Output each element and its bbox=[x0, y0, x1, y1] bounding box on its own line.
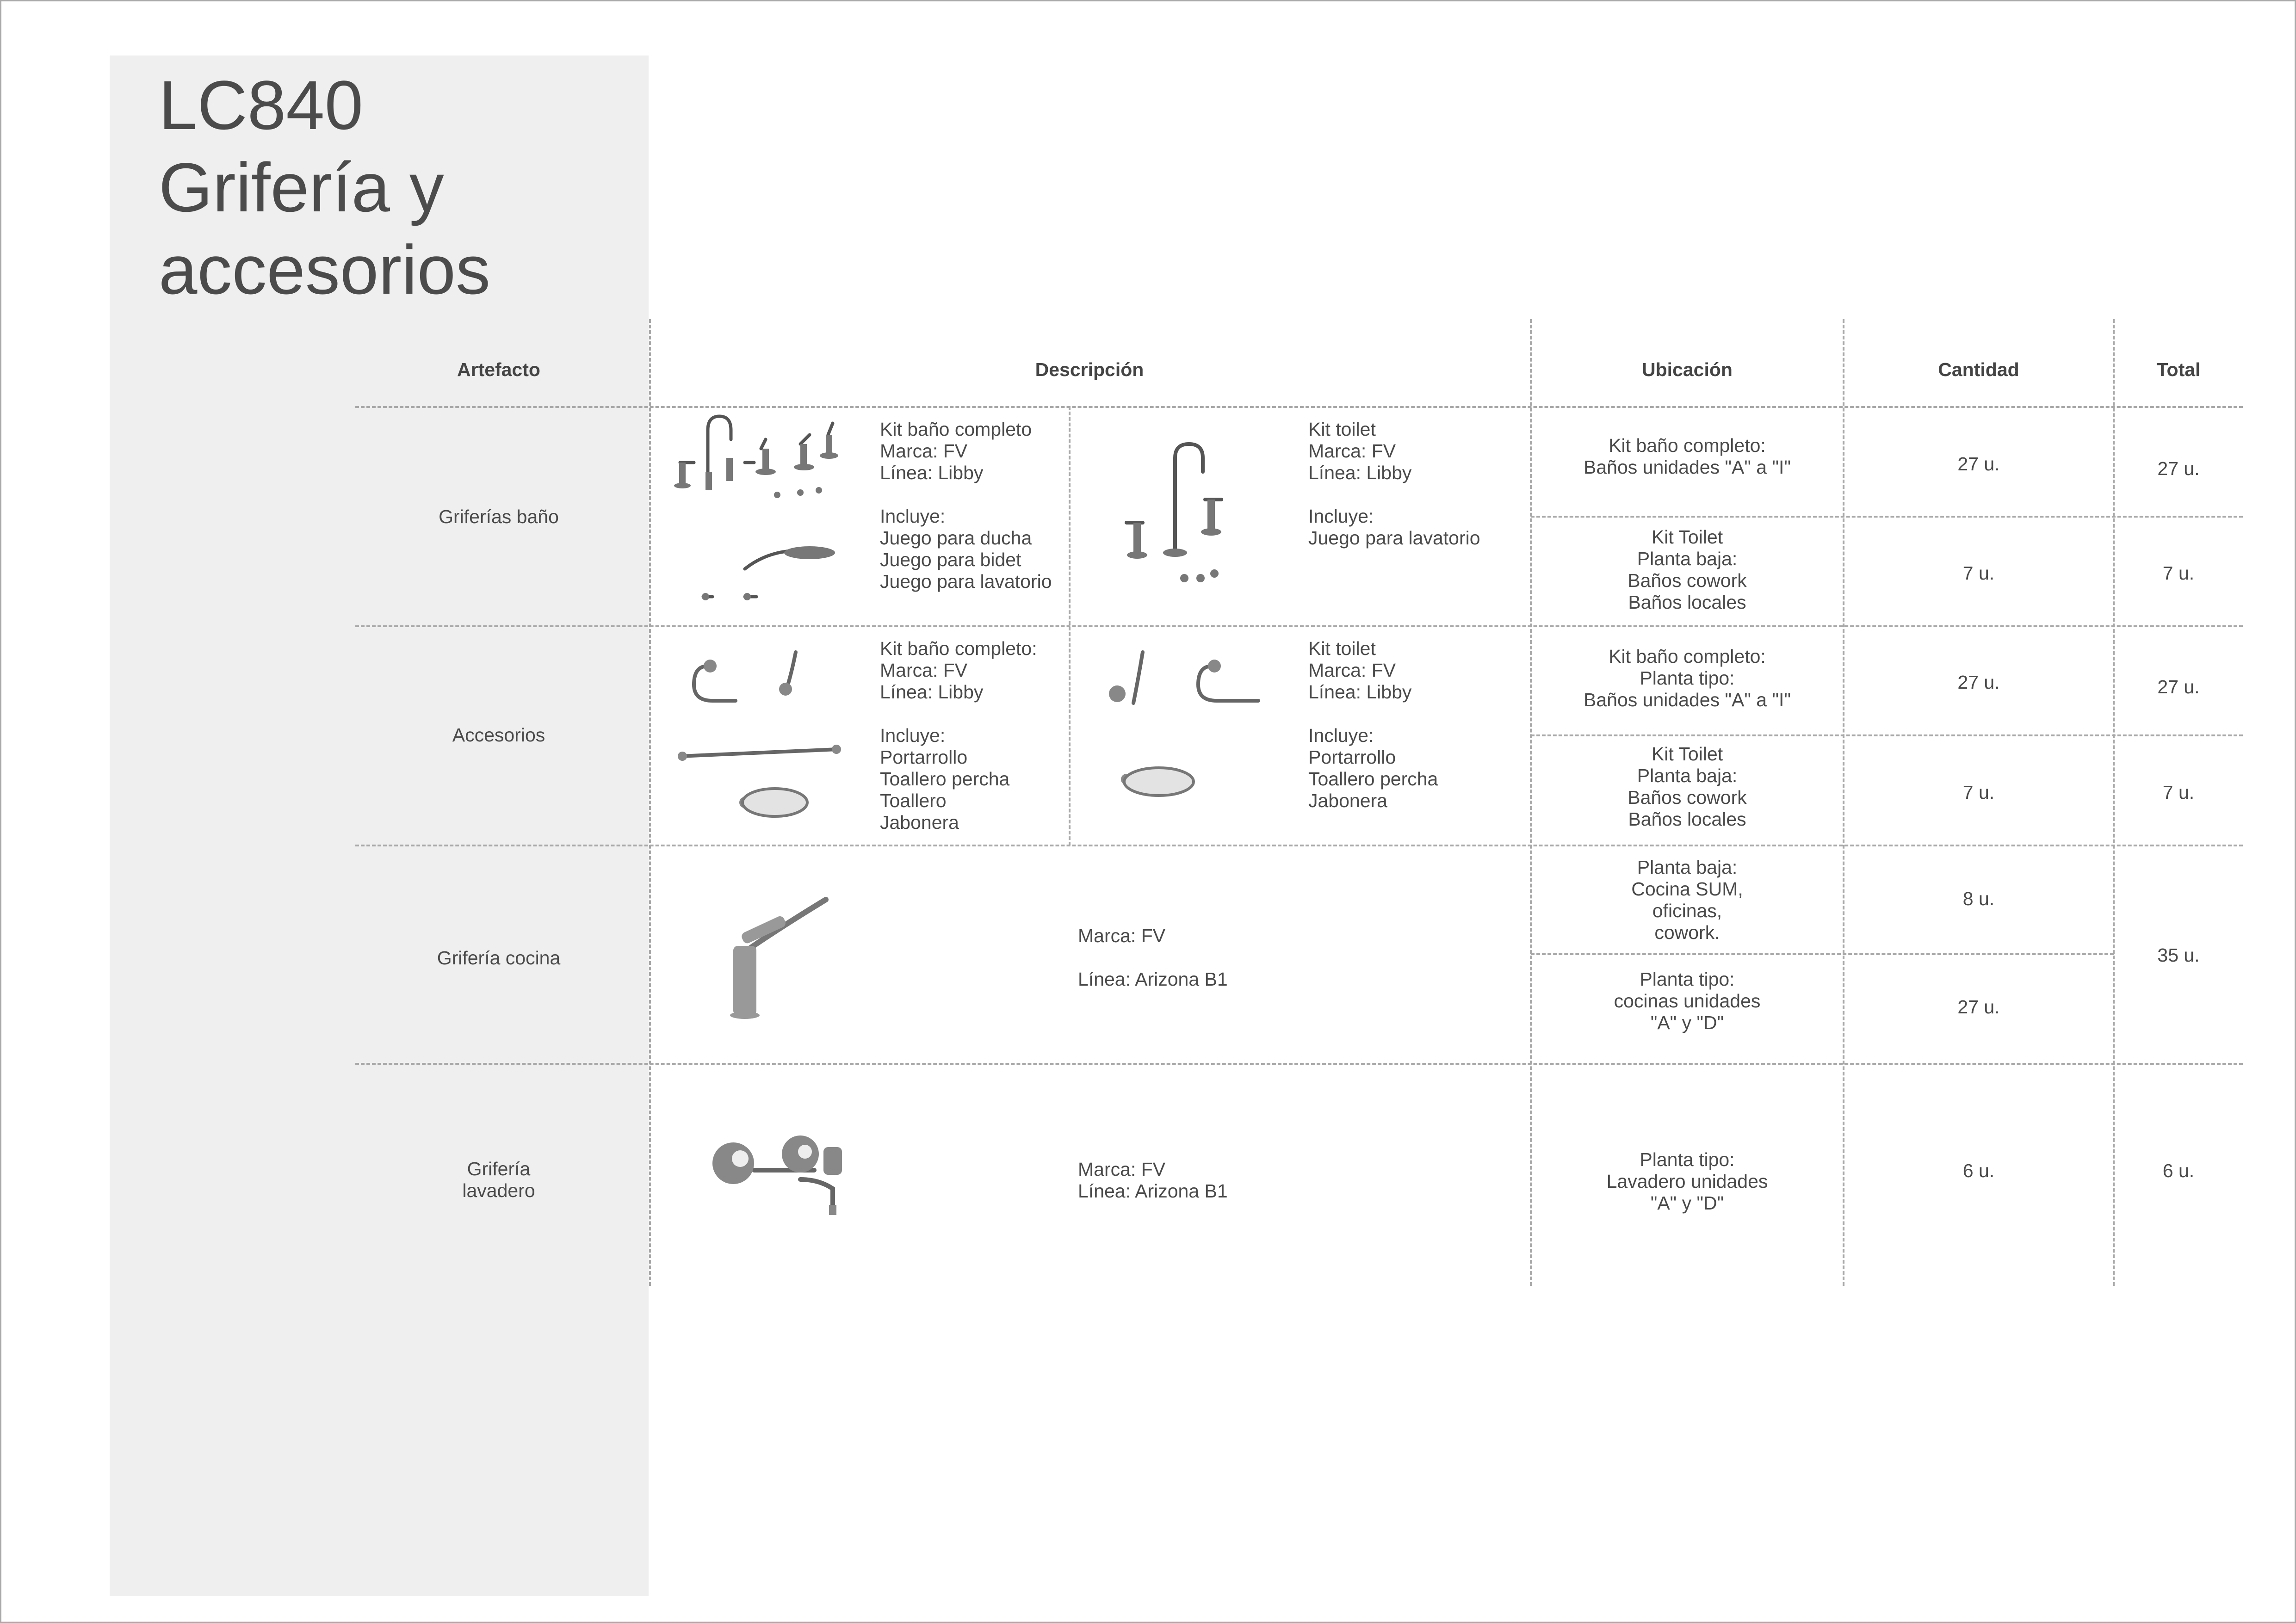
row2-desc-a: Kit baño completo: Marca: FV Línea: Libb… bbox=[880, 638, 1037, 833]
row1-ubicacion-2: Kit Toilet Planta baja: Baños cowork Bañ… bbox=[1628, 526, 1747, 613]
grid-hline-row2 bbox=[355, 845, 2243, 846]
laundry-faucet-icon bbox=[708, 1129, 851, 1216]
row3-ubicacion-2: Planta tipo: cocinas unidades "A" y "D" bbox=[1614, 969, 1761, 1033]
row2-desc-b: Kit toilet Marca: FV Línea: Libby Incluy… bbox=[1308, 638, 1438, 811]
row2-ubicacion-2: Kit Toilet Planta baja: Baños cowork Bañ… bbox=[1628, 743, 1747, 830]
row4-desc: Marca: FV Línea: Arizona B1 bbox=[1078, 1159, 1228, 1202]
title-side-panel bbox=[110, 56, 649, 1596]
grid-subline-r1 bbox=[1531, 516, 2243, 518]
title-line-2: Grifería y bbox=[159, 148, 444, 226]
grid-subline-r3 bbox=[1531, 953, 2114, 955]
row2-ubicacion-1: Kit baño completo: Planta tipo: Baños un… bbox=[1584, 646, 1791, 710]
row2-artefacto: Accesorios bbox=[452, 724, 545, 746]
grid-subline-r2 bbox=[1531, 734, 2243, 736]
row4-ubicacion: Planta tipo: Lavadero unidades "A" y "D" bbox=[1606, 1149, 1768, 1214]
page-title: LC840 Grifería y accesorios bbox=[159, 64, 490, 311]
row1-total-1: 27 u. bbox=[2157, 458, 2200, 479]
row1-cantidad-1: 27 u. bbox=[1957, 453, 2000, 475]
grid-vline-descripcion bbox=[649, 319, 651, 1286]
row1-desc-a: Kit baño completo Marca: FV Línea: Libby… bbox=[880, 419, 1052, 592]
grid-hline-header bbox=[355, 406, 2243, 408]
row2-total-1: 27 u. bbox=[2157, 676, 2200, 697]
row3-artefacto: Grifería cocina bbox=[437, 947, 561, 969]
bathroom-accessories-icon bbox=[675, 648, 847, 828]
toilet-faucet-icon bbox=[1115, 439, 1240, 592]
grid-vline-total bbox=[2113, 319, 2115, 1286]
row3-cantidad-1: 8 u. bbox=[1962, 888, 1995, 909]
row1-ubicacion-1: Kit baño completo: Baños unidades "A" a … bbox=[1584, 435, 1791, 478]
header-artefacto: Artefacto bbox=[457, 359, 540, 380]
row2-total-2: 7 u. bbox=[2162, 782, 2195, 803]
faucet-set-icon bbox=[662, 412, 856, 615]
title-line-1: LC840 bbox=[159, 66, 364, 144]
row3-desc: Marca: FV Línea: Arizona B1 bbox=[1078, 925, 1228, 990]
grid-vline-ubicacion bbox=[1530, 319, 1532, 1286]
header-ubicacion: Ubicación bbox=[1642, 359, 1733, 380]
row4-cantidad: 6 u. bbox=[1962, 1160, 1995, 1181]
row1-artefacto: Griferías baño bbox=[439, 506, 559, 527]
row4-total: 6 u. bbox=[2162, 1160, 2195, 1181]
header-cantidad: Cantidad bbox=[1938, 359, 2019, 380]
row3-ubicacion-1: Planta baja: Cocina SUM, oficinas, cowor… bbox=[1631, 857, 1743, 943]
header-descripcion: Descripción bbox=[1035, 359, 1144, 380]
row3-total: 35 u. bbox=[2157, 944, 2200, 966]
row2-cantidad-2: 7 u. bbox=[1962, 782, 1995, 803]
row4-artefacto: Grifería lavadero bbox=[462, 1158, 535, 1201]
row1-desc-b: Kit toilet Marca: FV Línea: Libby Incluy… bbox=[1308, 419, 1480, 549]
header-total: Total bbox=[2156, 359, 2201, 380]
grid-vline-cantidad bbox=[1843, 319, 1844, 1286]
title-line-3: accesorios bbox=[159, 231, 490, 309]
row1-total-2: 7 u. bbox=[2162, 562, 2195, 584]
grid-hline-row3 bbox=[355, 1063, 2243, 1065]
toilet-accessories-icon bbox=[1092, 648, 1268, 805]
row2-cantidad-1: 27 u. bbox=[1957, 672, 2000, 693]
kitchen-faucet-icon bbox=[722, 890, 837, 1020]
grid-hline-row1 bbox=[355, 625, 2243, 627]
row3-cantidad-2: 27 u. bbox=[1957, 996, 2000, 1018]
row1-cantidad-2: 7 u. bbox=[1962, 562, 1995, 584]
